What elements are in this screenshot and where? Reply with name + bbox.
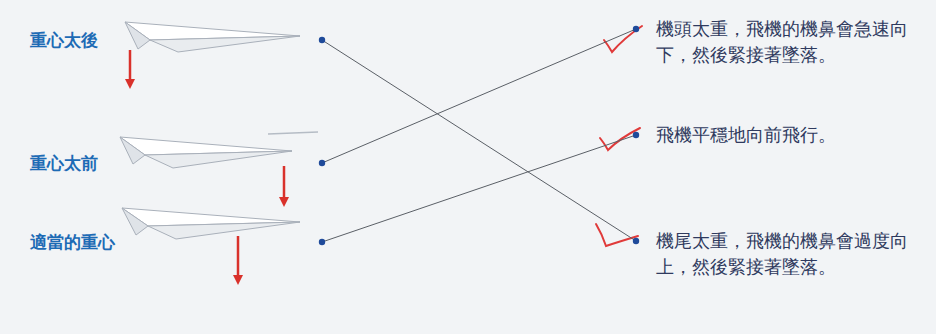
answer-item: 飛機平穩地向前飛行。 [636,122,934,148]
result-text: 機頭太重，飛機的機鼻會急速向下，然後緊接著墜落。 [656,16,934,68]
plane-tail [125,22,150,49]
check-mark [596,224,638,246]
paper-plane [120,132,318,202]
condition-label: 重心太後 [30,29,98,51]
check-mark [600,128,640,150]
match-dot [633,132,639,138]
result-text: 機尾太重，飛機的機鼻會過度向上，然後緊接著墜落。 [656,228,934,280]
match-line [322,135,636,242]
answer-item: 機尾太重，飛機的機鼻會過度向上，然後緊接著墜落。 [636,228,934,280]
motion-stroke [268,132,318,134]
condition-label: 重心太前 [30,152,98,174]
plane-tail [122,208,148,235]
plane-body [148,222,300,239]
condition-label: 適當的重心 [30,231,115,253]
plane-item: 適當的重心 [30,207,322,277]
match-line [322,40,636,241]
gravity-arrow [237,236,240,280]
check-mark [604,26,642,52]
plane-body [145,151,292,168]
gravity-arrow [283,166,286,202]
match-dot [319,37,325,43]
match-dot [633,26,639,32]
match-dot [319,239,325,245]
paper-plane [122,208,300,280]
plane-item: 重心太後 [30,5,322,75]
result-text: 飛機平穩地向前飛行。 [656,122,934,148]
plane-body [150,36,300,52]
plane-tail [120,137,145,164]
answer-item: 機頭太重，飛機的機鼻會急速向下，然後緊接著墜落。 [636,16,934,68]
match-dot [319,160,325,166]
match-line [322,29,636,163]
match-dot [633,238,639,244]
plane-item: 重心太前 [30,128,322,198]
gravity-arrow [129,50,132,84]
paper-plane [125,22,300,84]
